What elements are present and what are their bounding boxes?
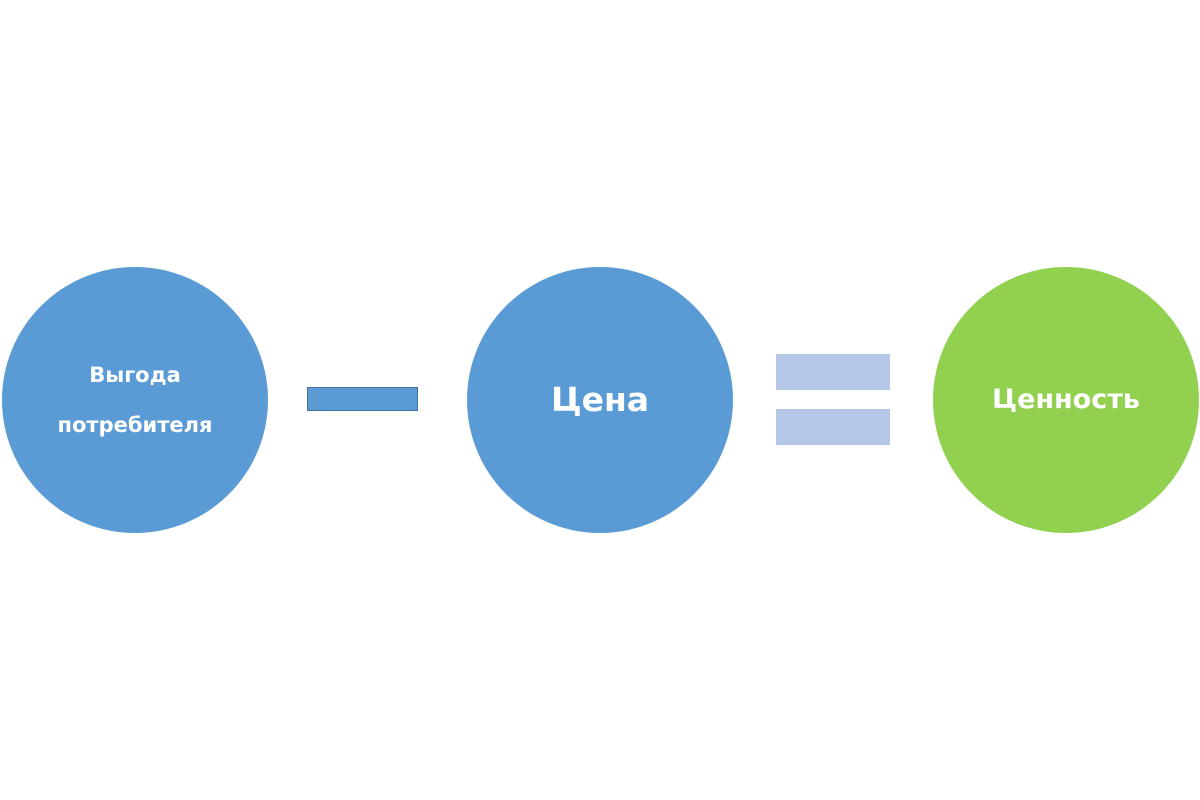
customer-benefit-label: Выгода потребителя: [57, 350, 212, 450]
value-circle: Ценность: [933, 267, 1199, 533]
value-label: Ценность: [992, 384, 1140, 415]
customer-benefit-label-line2: потребителя: [57, 413, 213, 437]
customer-benefit-label-line1: Выгода: [89, 363, 181, 387]
price-label: Цена: [550, 380, 650, 419]
price-circle: Цена: [467, 267, 733, 533]
equals-sign-bottom-bar: [776, 409, 890, 445]
minus-sign: [307, 387, 418, 411]
equals-sign-top-bar: [776, 354, 890, 390]
customer-benefit-circle: Выгода потребителя: [2, 267, 268, 533]
